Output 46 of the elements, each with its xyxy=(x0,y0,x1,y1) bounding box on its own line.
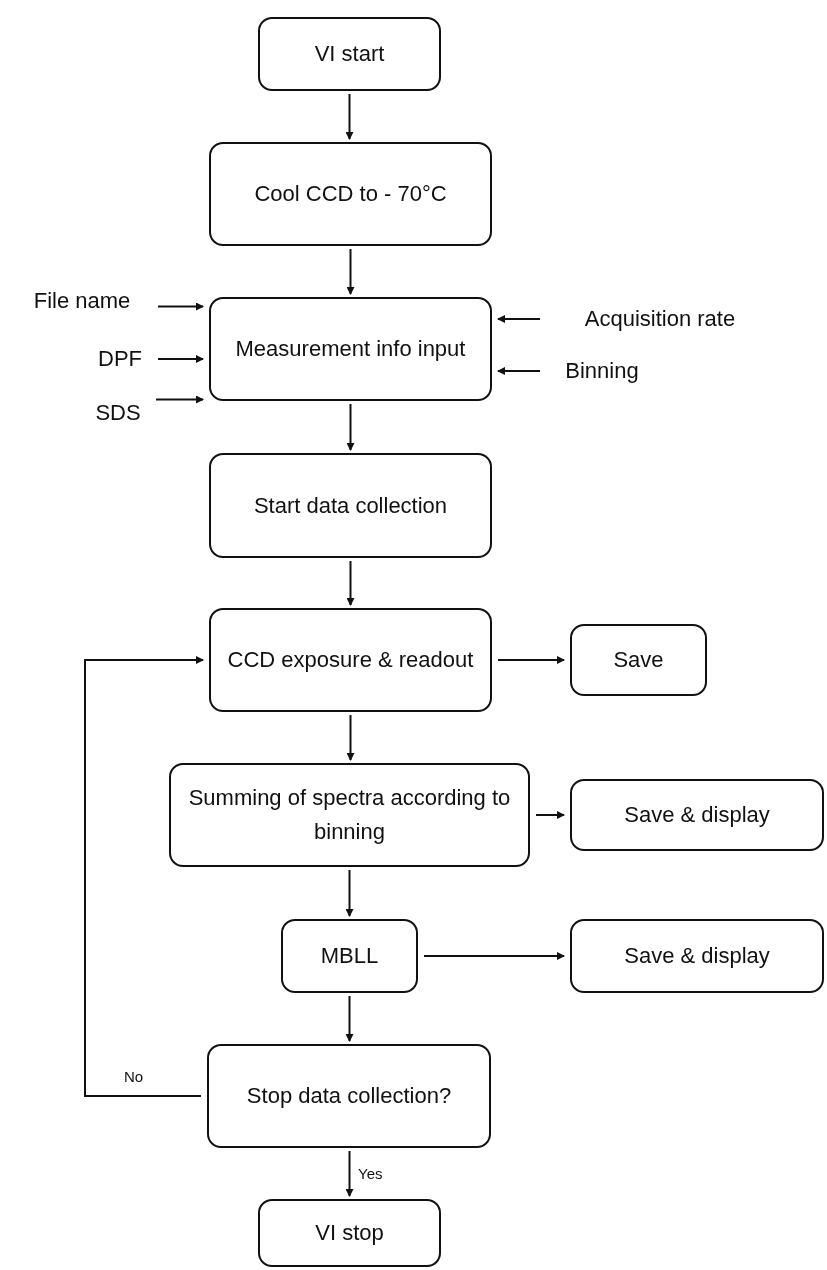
process-box xyxy=(169,763,530,867)
arrow xyxy=(84,656,204,1097)
process-box xyxy=(209,453,492,558)
box-text: Save & display xyxy=(624,942,770,970)
process-box xyxy=(209,297,492,401)
input-label: Acquisition rate xyxy=(546,304,774,334)
box-text: Save xyxy=(613,646,664,674)
arrow xyxy=(497,367,541,375)
arrow xyxy=(346,403,355,451)
arrow xyxy=(345,1150,354,1197)
arrow xyxy=(423,952,565,960)
arrow xyxy=(345,93,354,140)
box-text: VI stop xyxy=(315,1219,384,1247)
input-label: SDS xyxy=(86,398,150,428)
process-box xyxy=(570,779,824,851)
terminal-box xyxy=(258,17,441,91)
input-label: Binning xyxy=(546,356,658,386)
arrow xyxy=(157,355,204,363)
arrow xyxy=(345,869,354,917)
input-label: DPF xyxy=(88,344,152,374)
process-box xyxy=(281,919,418,993)
arrow xyxy=(497,656,565,664)
process-box xyxy=(570,624,707,696)
box-text: VI start xyxy=(314,40,385,68)
arrow xyxy=(155,395,204,404)
box-text: Save & display xyxy=(624,801,770,829)
box-text: Measurement info input xyxy=(235,335,466,363)
box-text: CCD exposure & readout xyxy=(227,646,474,674)
box-text: Cool CCD to - 70°C xyxy=(254,180,447,208)
process-box xyxy=(209,142,492,246)
arrow xyxy=(157,302,204,311)
decision-box xyxy=(207,1044,491,1148)
box-text: Stop data collection? xyxy=(246,1082,452,1110)
input-label: File name xyxy=(12,286,152,316)
arrow xyxy=(346,560,355,606)
process-box xyxy=(570,919,824,993)
arrow xyxy=(345,995,354,1042)
box-text: Start data collection xyxy=(253,491,448,520)
box-text: Summing of spectra according to binning xyxy=(187,784,512,846)
arrow xyxy=(346,248,355,295)
terminal-box xyxy=(258,1199,441,1267)
box-text: MBLL xyxy=(320,942,379,970)
process-box xyxy=(209,608,492,712)
arrow xyxy=(535,811,565,819)
arrow xyxy=(497,315,541,323)
arrow xyxy=(346,714,355,761)
